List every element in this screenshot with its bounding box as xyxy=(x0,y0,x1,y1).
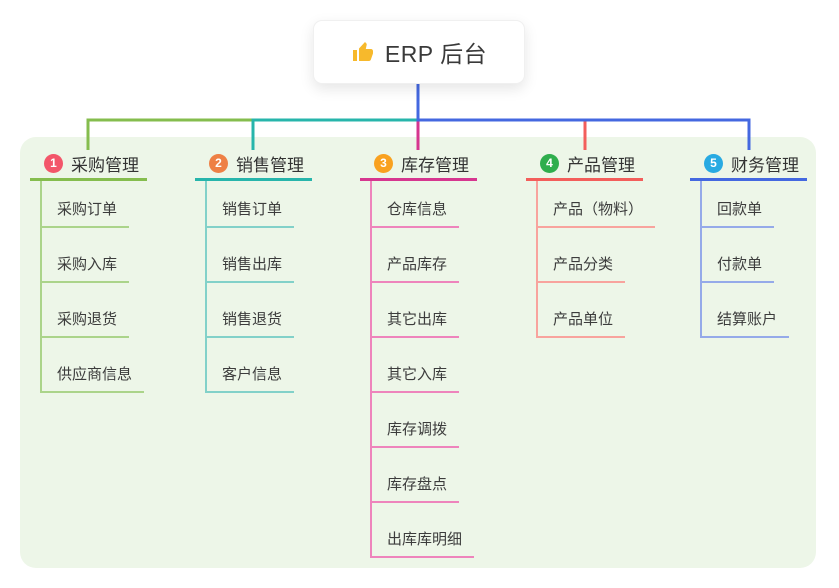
branch-number-badge: 5 xyxy=(704,153,723,173)
child-node[interactable]: 回款单 xyxy=(702,198,775,228)
branch-number-badge: 4 xyxy=(540,153,559,173)
child-node[interactable]: 产品（物料） xyxy=(538,198,656,228)
branch-label: 采购管理 xyxy=(71,155,139,175)
child-row: 付款单 xyxy=(702,228,789,283)
branch-column-3: 3 库存管理 仓库信息产品库存其它出库其它入库库存调拨库存盘点出库库明细 xyxy=(360,148,477,558)
child-node[interactable]: 供应商信息 xyxy=(42,363,145,393)
child-node[interactable]: 结算账户 xyxy=(702,308,790,338)
branch-children: 产品（物料） 产品分类产品单位 xyxy=(536,181,656,338)
thumbs-up-icon xyxy=(352,42,373,61)
branch-node-3[interactable]: 3 库存管理 xyxy=(360,148,477,181)
child-row: 销售出库 xyxy=(207,228,295,283)
child-node[interactable]: 库存调拨 xyxy=(372,418,460,448)
child-row: 产品分类 xyxy=(538,228,655,283)
branch-children: 采购订单采购入库采购退货供应商信息 xyxy=(40,181,145,393)
child-row: 产品（物料） xyxy=(538,181,656,228)
branch-children: 仓库信息产品库存其它出库其它入库库存调拨库存盘点出库库明细 xyxy=(370,181,475,558)
branch-node-1[interactable]: 1 采购管理 xyxy=(30,148,147,181)
branch-children: 销售订单销售出库销售退货客户信息 xyxy=(205,181,295,393)
child-row: 销售退货 xyxy=(207,283,295,338)
branch-number-badge: 1 xyxy=(44,153,63,173)
branch-label: 产品管理 xyxy=(567,155,635,175)
child-node[interactable]: 产品库存 xyxy=(372,253,460,283)
branch-column-4: 4 产品管理 产品（物料） 产品分类产品单位 xyxy=(526,148,656,338)
child-row: 产品单位 xyxy=(538,283,655,338)
child-node[interactable]: 产品分类 xyxy=(538,253,626,283)
child-row: 库存盘点 xyxy=(372,448,474,503)
child-row: 其它出库 xyxy=(372,283,474,338)
child-row: 供应商信息 xyxy=(42,338,145,393)
branch-column-5: 5 财务管理 回款单付款单结算账户 xyxy=(690,148,807,338)
child-row: 销售订单 xyxy=(207,181,295,228)
child-row: 回款单 xyxy=(702,181,789,228)
child-node[interactable]: 其它出库 xyxy=(372,308,460,338)
branch-node-4[interactable]: 4 产品管理 xyxy=(526,148,643,181)
branch-label: 库存管理 xyxy=(401,155,469,175)
child-row: 出库库明细 xyxy=(372,503,475,558)
child-row: 采购入库 xyxy=(42,228,144,283)
child-row: 产品库存 xyxy=(372,228,474,283)
child-node[interactable]: 付款单 xyxy=(702,253,775,283)
child-row: 客户信息 xyxy=(207,338,295,393)
branch-number-badge: 3 xyxy=(374,153,393,173)
branch-number-badge: 2 xyxy=(209,153,228,173)
branch-column-2: 2 销售管理 销售订单销售出库销售退货客户信息 xyxy=(195,148,312,393)
child-node[interactable]: 采购退货 xyxy=(42,308,130,338)
child-node[interactable]: 出库库明细 xyxy=(372,528,475,558)
branch-children: 回款单付款单结算账户 xyxy=(700,181,790,338)
child-node[interactable]: 采购入库 xyxy=(42,253,130,283)
child-row: 结算账户 xyxy=(702,283,790,338)
branch-node-5[interactable]: 5 财务管理 xyxy=(690,148,807,181)
child-node[interactable]: 其它入库 xyxy=(372,363,460,393)
child-row: 库存调拨 xyxy=(372,393,474,448)
child-node[interactable]: 采购订单 xyxy=(42,198,130,228)
root-title: ERP 后台 xyxy=(384,41,488,67)
child-node[interactable]: 产品单位 xyxy=(538,308,626,338)
child-node[interactable]: 销售订单 xyxy=(207,198,295,228)
branch-node-2[interactable]: 2 销售管理 xyxy=(195,148,312,181)
root-node-erp[interactable]: ERP 后台 xyxy=(313,20,525,84)
child-row: 采购退货 xyxy=(42,283,144,338)
child-node[interactable]: 仓库信息 xyxy=(372,198,460,228)
branch-column-1: 1 采购管理 采购订单采购入库采购退货供应商信息 xyxy=(30,148,147,393)
branch-label: 销售管理 xyxy=(236,155,304,175)
mindmap-panel xyxy=(20,137,816,568)
child-node[interactable]: 库存盘点 xyxy=(372,473,460,503)
branch-label: 财务管理 xyxy=(731,155,799,175)
child-node[interactable]: 销售出库 xyxy=(207,253,295,283)
child-row: 采购订单 xyxy=(42,181,144,228)
child-row: 仓库信息 xyxy=(372,181,474,228)
child-node[interactable]: 客户信息 xyxy=(207,363,295,393)
child-node[interactable]: 销售退货 xyxy=(207,308,295,338)
child-row: 其它入库 xyxy=(372,338,474,393)
